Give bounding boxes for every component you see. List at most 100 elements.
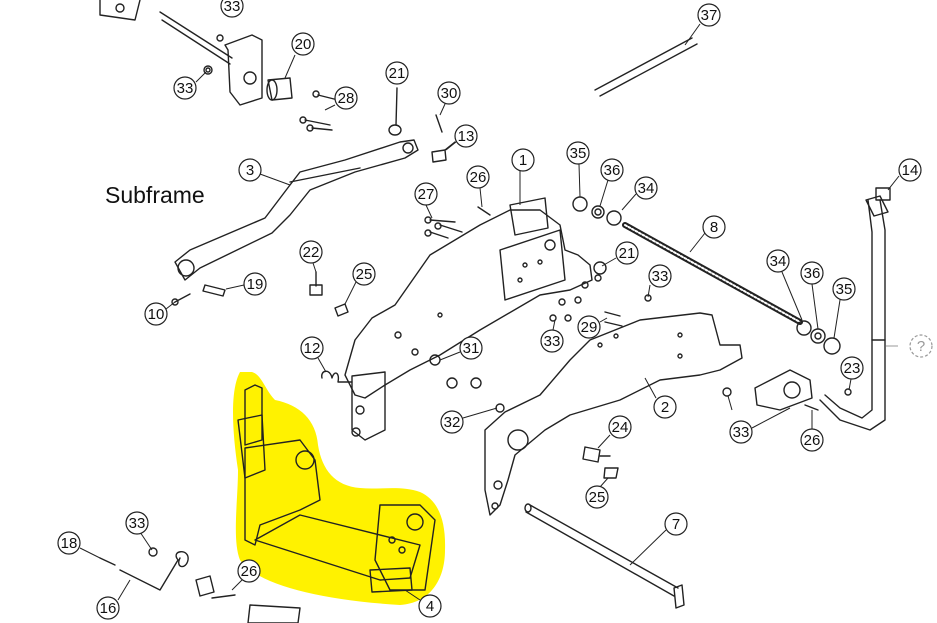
bolts-27 <box>424 216 463 239</box>
callout-35-right: 35 <box>832 277 856 339</box>
svg-text:35: 35 <box>836 281 853 298</box>
handle-14 <box>819 187 891 431</box>
callout-unknown: ? <box>886 334 933 358</box>
callout-33-left: 33 <box>540 319 564 353</box>
svg-text:3: 3 <box>246 162 254 179</box>
bolt-26-top <box>477 206 491 216</box>
callout-26-bottom: 26 <box>231 559 261 591</box>
svg-text:25: 25 <box>356 266 373 283</box>
nuts-31-32 <box>429 354 505 413</box>
handle-bracket <box>754 369 852 411</box>
callout-24: 24 <box>597 415 632 449</box>
svg-text:26: 26 <box>804 432 821 449</box>
callout-33-bottom: 33 <box>125 511 153 551</box>
svg-text:33: 33 <box>177 80 194 97</box>
callout-8: 8 <box>689 215 726 253</box>
svg-text:1: 1 <box>519 152 527 169</box>
svg-text:37: 37 <box>701 7 718 24</box>
callout-16: 16 <box>96 579 131 620</box>
callout-22: 22 <box>299 240 323 273</box>
callout-31: 31 <box>439 336 483 361</box>
svg-text:22: 22 <box>303 244 320 261</box>
pin-10 <box>171 293 191 306</box>
svg-text:20: 20 <box>295 36 312 53</box>
nut-33-right <box>722 387 732 397</box>
svg-text:36: 36 <box>604 162 621 179</box>
svg-text:28: 28 <box>338 90 355 107</box>
svg-text:13: 13 <box>458 128 475 145</box>
callout-27: 27 <box>414 182 438 219</box>
pin-19 <box>202 284 226 297</box>
svg-text:26: 26 <box>241 563 258 580</box>
svg-text:33: 33 <box>224 0 241 15</box>
diagram-title: Subframe <box>105 182 205 208</box>
bolts-24-25 <box>582 446 619 479</box>
callout-4: 4 <box>404 589 442 618</box>
svg-text:23: 23 <box>844 360 861 377</box>
svg-text:2: 2 <box>661 399 669 416</box>
callout-23: 23 <box>840 356 864 391</box>
callout-32: 32 <box>440 407 498 434</box>
shaft-7 <box>524 503 685 609</box>
callout-7: 7 <box>629 512 688 566</box>
callout-36-right: 36 <box>800 261 824 330</box>
svg-text:8: 8 <box>710 219 718 236</box>
spring-16 <box>119 551 189 591</box>
svg-text:24: 24 <box>612 419 629 436</box>
callout-18: 18 <box>57 531 101 559</box>
svg-text:14: 14 <box>902 162 919 179</box>
callout-13: 13 <box>445 124 478 151</box>
callout-12: 12 <box>300 336 327 373</box>
callout-14: 14 <box>887 158 922 191</box>
pin-13 <box>431 141 456 163</box>
highlight-part-4 <box>233 372 446 605</box>
callout-1: 1 <box>511 148 535 205</box>
svg-text:36: 36 <box>804 265 821 282</box>
bolt-26-right <box>804 404 819 411</box>
callout-33-right: 33 <box>729 407 791 444</box>
bushing-20 <box>266 77 293 101</box>
callout-37: 37 <box>684 3 721 46</box>
washers-right <box>796 320 841 355</box>
callout-33-top-b: 33 <box>173 71 207 100</box>
svg-text:29: 29 <box>581 319 598 336</box>
svg-text:25: 25 <box>589 489 606 506</box>
callout-33-top-a: 33 <box>220 0 244 18</box>
svg-text:34: 34 <box>638 180 655 197</box>
svg-text:34: 34 <box>770 253 787 270</box>
callout-3: 3 <box>238 158 291 186</box>
callout-25-upper: 25 <box>344 262 376 305</box>
link-arm-3 <box>174 139 419 281</box>
callout-21-top: 21 <box>385 61 409 85</box>
rod-37 <box>594 37 698 97</box>
svg-text:21: 21 <box>389 65 406 82</box>
plate-2 <box>484 312 743 516</box>
nut-33-bottom <box>148 547 158 557</box>
small-hardware <box>549 274 652 327</box>
pins-28 <box>299 90 339 132</box>
svg-text:12: 12 <box>304 340 321 357</box>
svg-text:35: 35 <box>570 145 587 162</box>
callout-29: 29 <box>577 315 608 339</box>
callout-33-mid: 33 <box>647 264 672 298</box>
callout-10: 10 <box>144 301 176 326</box>
svg-text:31: 31 <box>463 340 480 357</box>
bolt-22 <box>309 271 323 296</box>
svg-text:4: 4 <box>426 598 434 615</box>
callout-25-lower: 25 <box>585 477 609 509</box>
svg-text:18: 18 <box>61 535 78 552</box>
callout-34-top: 34 <box>621 176 658 211</box>
top-bracket <box>99 0 263 106</box>
svg-text:33: 33 <box>652 268 669 285</box>
svg-text:30: 30 <box>441 85 458 102</box>
callout-26-right: 26 <box>800 410 824 452</box>
callout-36-top: 36 <box>599 158 624 207</box>
svg-text:33: 33 <box>544 333 561 350</box>
callout-19: 19 <box>225 272 267 296</box>
callout-2: 2 <box>644 377 677 419</box>
svg-text:32: 32 <box>444 414 461 431</box>
svg-text:33: 33 <box>129 515 146 532</box>
callout-30: 30 <box>437 81 461 116</box>
pin-18 <box>99 557 116 566</box>
